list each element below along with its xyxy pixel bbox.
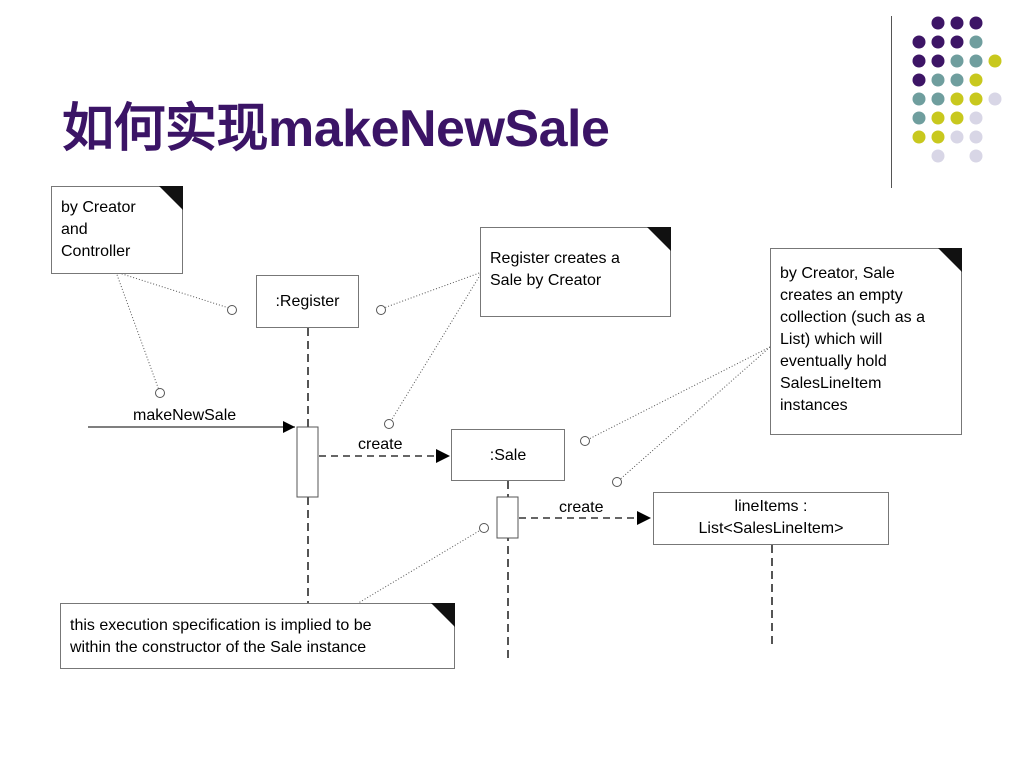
note-anchor-circles <box>155 305 622 533</box>
decorative-dot <box>950 111 964 125</box>
decorative-dot <box>912 92 926 106</box>
note-creator-controller: by Creator and Controller <box>51 186 183 274</box>
note-execution-spec: this execution specification is implied … <box>60 603 455 669</box>
decorative-dot <box>931 16 945 30</box>
decorative-divider <box>891 16 892 188</box>
decorative-dot <box>931 92 945 106</box>
note-fold-corner <box>647 227 671 251</box>
note-line: this execution specification is implied … <box>70 617 372 634</box>
note-line: Register creates a <box>490 250 620 267</box>
decorative-dot <box>969 73 983 87</box>
sale-lifeline: :Sale <box>451 429 565 481</box>
note-fold-corner <box>159 186 183 210</box>
decorative-dot <box>950 54 964 68</box>
decorative-dot <box>912 73 926 87</box>
decorative-dot <box>931 149 945 163</box>
note-line: List) which will <box>780 331 883 348</box>
decorative-dot <box>950 16 964 30</box>
decorative-dot <box>912 111 926 125</box>
decorative-dot <box>969 92 983 106</box>
decorative-dot <box>969 130 983 144</box>
note-line: instances <box>780 397 848 414</box>
note-fold-corner <box>431 603 455 627</box>
note-line: and <box>61 221 88 238</box>
note-line: collection (such as a <box>780 309 925 326</box>
note-line: by Creator <box>61 199 136 216</box>
decorative-dot <box>988 54 1002 68</box>
makenewsale-message-label: makeNewSale <box>133 407 237 424</box>
decorative-dot <box>969 111 983 125</box>
note-anchor-lines <box>115 271 771 606</box>
note-line: Sale by Creator <box>490 272 602 289</box>
decorative-dot <box>931 35 945 49</box>
decorative-dot <box>969 35 983 49</box>
register-activation <box>296 426 319 498</box>
note-line: within the constructor of the Sale insta… <box>70 639 367 656</box>
decorative-dot <box>950 35 964 49</box>
decorative-dot <box>950 130 964 144</box>
lineitems-type-label: List<SalesLineItem> <box>698 520 844 537</box>
page-title: 如何实现makeNewSale <box>62 100 610 158</box>
decorative-dot <box>950 92 964 106</box>
decorative-dot <box>931 73 945 87</box>
create-list-label: create <box>559 499 604 516</box>
decorative-dot <box>931 54 945 68</box>
create-sale-label: create <box>358 436 403 453</box>
note-sale-creates: by Creator, Sale creates an empty collec… <box>770 248 962 435</box>
lineitems-label: lineItems : <box>734 498 808 515</box>
decorative-dot <box>912 35 926 49</box>
sale-label: :Sale <box>489 447 527 464</box>
decorative-dot <box>988 92 1002 106</box>
note-register-creates: Register creates a Sale by Creator <box>480 227 671 317</box>
decorative-dot <box>969 54 983 68</box>
decorative-dot <box>969 16 983 30</box>
note-fold-corner <box>938 248 962 272</box>
lineitems-lifeline: lineItems : List<SalesLineItem> <box>653 492 889 545</box>
note-line: SalesLineItem <box>780 375 882 392</box>
note-line: eventually hold <box>780 353 887 370</box>
note-line: creates an empty <box>780 287 903 304</box>
sale-activation <box>496 496 519 539</box>
decorative-dot <box>950 73 964 87</box>
decorative-dot-grid <box>912 16 1002 163</box>
register-label: :Register <box>275 293 340 310</box>
decorative-dot <box>931 111 945 125</box>
decorative-dot <box>912 54 926 68</box>
decorative-dot <box>912 130 926 144</box>
note-line: Controller <box>61 243 131 260</box>
decorative-dot <box>969 149 983 163</box>
register-lifeline: :Register <box>256 275 359 328</box>
decorative-dot <box>931 130 945 144</box>
note-line: by Creator, Sale <box>780 265 895 282</box>
